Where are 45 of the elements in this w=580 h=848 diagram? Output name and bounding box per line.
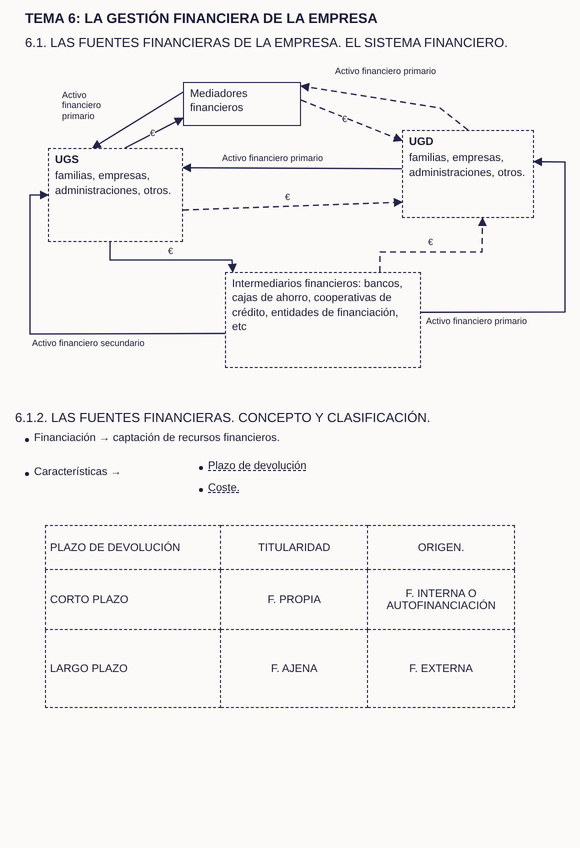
bullet-text: Financiación → captación de recursos financieros. [34, 432, 280, 444]
table-cell: ORIGEN. [368, 526, 514, 570]
node-heading: UGD [409, 135, 434, 150]
bullet-text: Coste. [208, 482, 240, 494]
node-text: familias, empresas, administraciones, otros. [55, 169, 172, 198]
arrow [109, 242, 237, 273]
arrow [92, 92, 184, 149]
edge-label: € [342, 114, 348, 124]
edge-label: € [285, 192, 290, 202]
edge-label: € [168, 246, 174, 256]
process-box [48, 148, 183, 242]
arrow [182, 198, 403, 211]
node-text: Mediadores financieros [190, 87, 248, 116]
title: TEMA 6: LA GESTIÓN FINANCIERA DE LA EMPRESA [25, 10, 378, 26]
arrow [182, 163, 402, 172]
bullet-text: Características → [34, 466, 122, 478]
table-cell: F. AJENA [220, 630, 368, 708]
arrow [29, 190, 225, 335]
table-cell: F. PROPIA [220, 570, 368, 630]
section-heading: 6.1. LAS FUENTES FINANCIERAS DE LA EMPRESA. EL SISTEMA FINANCIERO. [25, 35, 508, 50]
edge-label: Activo financiero primario [222, 153, 324, 164]
edge-label: Activo financiero primario [335, 66, 436, 76]
node-heading: UGS [55, 153, 80, 168]
arrow [300, 99, 403, 142]
table-cell: F. INTERNA O AUTOFINANCIACIÓN [368, 570, 514, 630]
process-box [183, 82, 301, 126]
arrow [124, 118, 184, 149]
node-text: familias, empresas, administraciones, otros. [409, 151, 526, 180]
edge-label: Activo financiero secundario [32, 338, 145, 348]
edge-label: € [150, 128, 156, 138]
table-cell: LARGO PLAZO [46, 630, 221, 708]
edge-label: Activo financiero primario [426, 316, 528, 326]
table-cell: TITULARIDAD [220, 526, 368, 570]
table-cell: F. EXTERNA [368, 630, 514, 708]
edge-label: € [428, 237, 434, 248]
arrow [421, 157, 566, 313]
process-box [225, 272, 421, 368]
process-box [402, 130, 534, 218]
table-cell: PLAZO DE DEVOLUCIÓN [46, 526, 221, 570]
table-cell: CORTO PLAZO [46, 570, 221, 630]
section-heading: 6.1.2. LAS FUENTES FINANCIERAS. CONCEPTO Y CLASIFICACIÓN. [15, 410, 430, 425]
bullet-text: Plazo de devolución [208, 460, 306, 472]
arrow [379, 217, 487, 272]
node-text: Intermediarios financieros: bancos, cajas de ahorro, cooperativas de crédito, entidades de financiación, etc [232, 277, 404, 334]
arrow [300, 82, 468, 131]
